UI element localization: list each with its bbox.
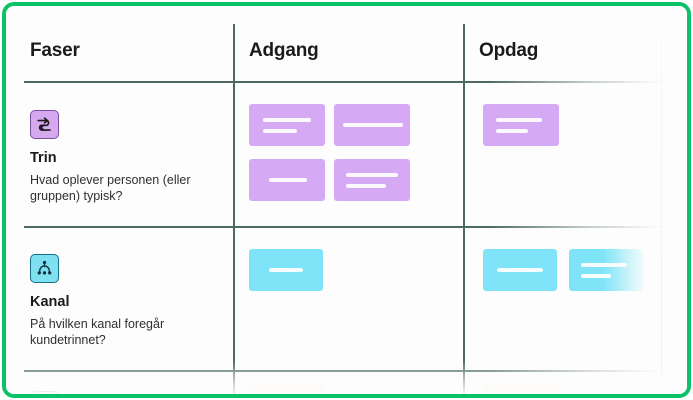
row-description-kanal: På hvilken kanal foregår kundetrinnet? <box>30 317 165 347</box>
note-line <box>346 184 386 188</box>
column-divider-partial <box>661 24 662 394</box>
sticky-note[interactable] <box>249 159 325 201</box>
row-title-trin: Trin <box>30 150 57 166</box>
note-line <box>497 268 543 272</box>
header-divider <box>24 81 669 83</box>
sticky-note[interactable] <box>249 104 325 146</box>
sticky-note[interactable] <box>569 249 643 291</box>
right-fade-overlay <box>617 6 687 394</box>
swap-arrows-icon <box>30 110 59 139</box>
sticky-note[interactable] <box>249 386 325 394</box>
network-nodes-icon <box>30 254 59 283</box>
note-line <box>263 118 311 122</box>
sticky-note[interactable] <box>334 104 410 146</box>
row-header-kanal[interactable]: Kanal På hvilken kanal foregår kundetrin… <box>30 254 220 348</box>
column-header-opdag: Opdag <box>479 40 539 61</box>
row-description-trin: Hvad oplever personen (eller gruppen) ty… <box>30 173 191 203</box>
note-line <box>263 129 297 133</box>
note-line <box>269 178 307 182</box>
sticky-note[interactable] <box>483 104 559 146</box>
note-line <box>496 118 542 122</box>
row-divider-kanal <box>24 370 669 372</box>
note-line <box>343 123 403 127</box>
sticky-note[interactable] <box>483 386 559 394</box>
bottom-fade-overlay <box>6 360 687 394</box>
column-divider-opdag <box>463 24 465 394</box>
row-header-trin[interactable]: Trin Hvad oplever personen (eller gruppe… <box>30 110 220 204</box>
row-title-kanal: Kanal <box>30 294 70 310</box>
sticky-note[interactable] <box>249 249 323 291</box>
sticky-note[interactable] <box>334 159 410 201</box>
note-line <box>269 268 303 272</box>
journey-map-board[interactable]: Faser Adgang Opdag Trin Hvad oplever per… <box>6 6 687 394</box>
note-line <box>581 274 611 278</box>
column-divider-adgang <box>233 24 235 394</box>
note-line <box>581 263 627 267</box>
column-header-adgang: Adgang <box>249 40 319 61</box>
note-line <box>346 173 398 177</box>
column-header-faser: Faser <box>30 40 80 61</box>
row-icon-partial[interactable] <box>30 391 59 394</box>
row-divider-trin <box>24 226 669 228</box>
note-line <box>496 129 528 133</box>
sticky-note[interactable] <box>483 249 557 291</box>
